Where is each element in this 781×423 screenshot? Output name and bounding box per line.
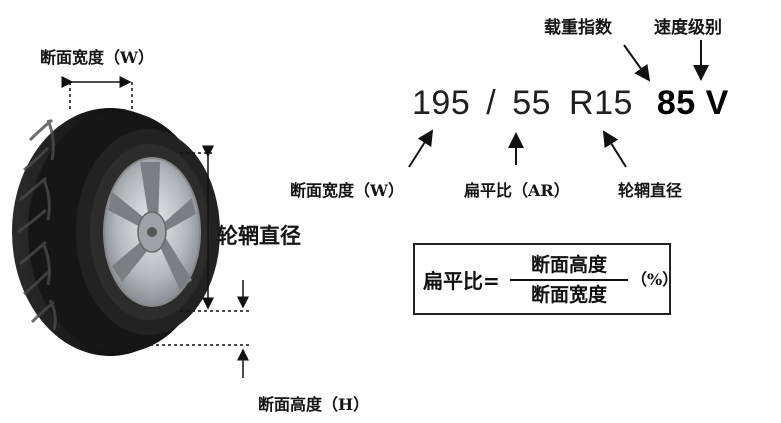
formula-fraction: 断面高度 断面宽度 xyxy=(510,252,628,308)
tire-size-code: 195 / 55 R15 85 V xyxy=(412,84,729,123)
code-slash: / xyxy=(486,84,497,122)
formula-unit: （%） xyxy=(631,270,679,289)
code-rim: R15 xyxy=(569,84,633,122)
formula-denominator: 断面宽度 xyxy=(530,284,607,306)
load-index-label: 载重指数 xyxy=(544,18,612,38)
aspect-ratio-formula: 扁平比= 断面高度 断面宽度 （%） xyxy=(413,243,678,315)
rim-diameter-label: 轮辋直径 xyxy=(618,181,683,200)
aspect-ratio-label: 扁平比（AR） xyxy=(464,181,570,200)
section-height-dimension xyxy=(150,280,250,378)
tire xyxy=(12,108,220,356)
code-width: 195 xyxy=(412,84,471,122)
section-width-label: 断面宽度（W） xyxy=(290,181,404,200)
section-width-dimension xyxy=(61,76,133,112)
rim-diameter-label-side: 轮辋直径 xyxy=(217,224,301,248)
formula-numerator: 断面高度 xyxy=(530,254,607,276)
speed-rating-label: 速度级别 xyxy=(654,18,722,38)
code-arrows xyxy=(408,40,709,168)
code-aspect: 55 xyxy=(512,84,552,122)
rim-diameter-dimension xyxy=(180,145,250,312)
section-width-label-top: 断面宽度（W） xyxy=(40,48,154,67)
section-height-label-bottom: 断面高度（H） xyxy=(258,395,370,414)
formula-left: 扁平比= xyxy=(423,269,500,293)
fraction-bar xyxy=(510,279,628,281)
code-load-speed: 85 V xyxy=(656,84,729,122)
